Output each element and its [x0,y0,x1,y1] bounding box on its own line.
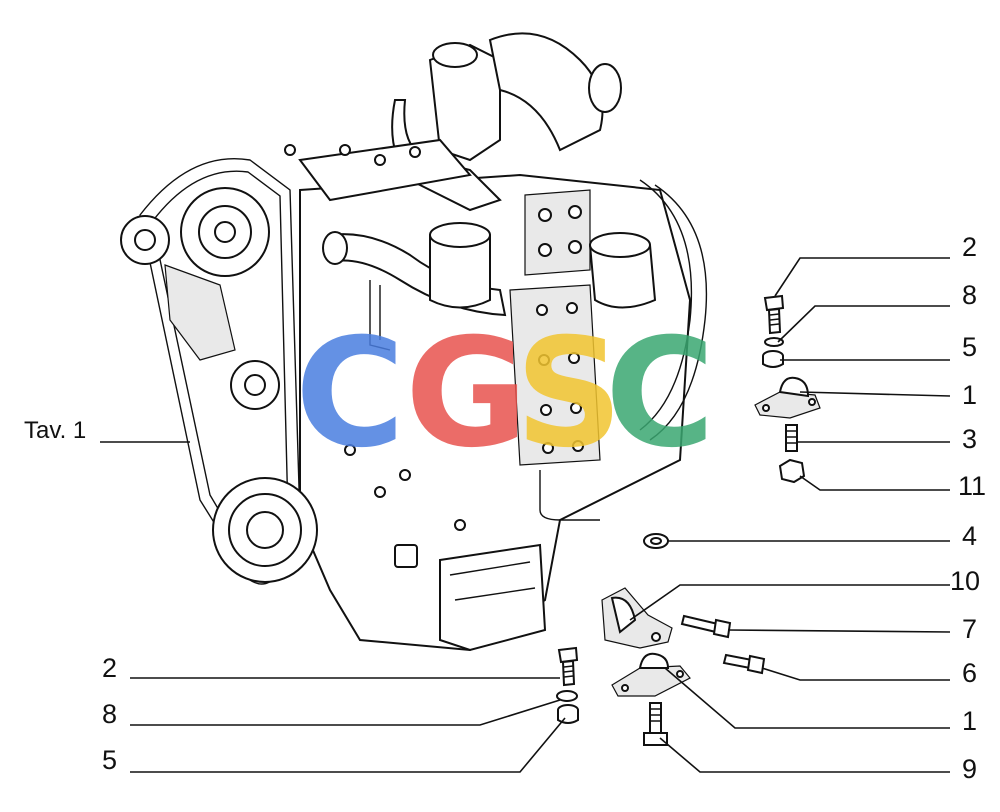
part-1-upper-mount-icon [754,376,821,419]
callout-8-upper: 8 [962,280,977,310]
leader-6 [761,667,950,681]
part-8-upper-washer-icon [764,337,784,347]
engine-illustration [120,32,708,652]
watermark-letter-c1: C [295,307,405,481]
callout-2-lower: 2 [102,653,117,683]
leader-5-lower [130,717,566,773]
part-3-stud-icon [785,424,798,452]
callout-6: 6 [962,658,977,688]
part-10-bracket-icon [601,587,673,649]
leader-lines [100,257,951,773]
watermark-letter-c2: C [605,307,715,481]
watermark-letter-g: G [405,307,528,481]
leader-11 [799,475,950,491]
part-11-nut-icon [778,458,806,484]
exploded-parts [556,294,821,746]
callout-3: 3 [962,424,977,454]
part-8-lower-washer-icon [556,690,578,702]
callout-labels: Tav. 1 2 8 5 1 3 11 4 10 7 6 1 9 2 8 5 [24,232,986,784]
part-2-upper-bolt-icon [763,294,785,335]
part-1-lower-mount-icon [611,652,691,697]
callout-5-upper: 5 [962,332,977,362]
watermark-letter-s: S [515,307,623,481]
part-6-bolt-icon [722,653,766,675]
callout-1-upper: 1 [962,380,977,410]
leader-8-lower [130,699,561,726]
callout-11: 11 [958,471,986,501]
leader-9 [659,737,950,773]
leader-2-upper [774,257,950,297]
part-2-lower-bolt-icon [557,646,579,687]
part-7-bolt-icon [680,614,732,639]
part-4-nut-icon [643,533,669,549]
leader-1-lower [664,667,950,729]
callout-2-upper: 2 [962,232,977,262]
callout-4: 4 [962,521,977,551]
leader-1-upper [799,391,951,397]
part-5-lower-bushing-icon [557,704,579,724]
part-9-bolt-icon [643,702,668,746]
callout-8-lower: 8 [102,699,117,729]
callout-10: 10 [950,566,980,596]
leader-7 [727,629,951,633]
callout-9: 9 [962,754,977,784]
watermark: C G S C [295,307,715,481]
part-5-upper-bushing-icon [762,350,784,368]
callout-5-lower: 5 [102,745,117,775]
leader-10 [629,584,950,621]
callout-7: 7 [962,614,977,644]
callout-1-lower: 1 [962,706,977,736]
leader-8-upper [777,305,950,343]
assembly-ref-label: Tav. 1 [24,417,86,444]
